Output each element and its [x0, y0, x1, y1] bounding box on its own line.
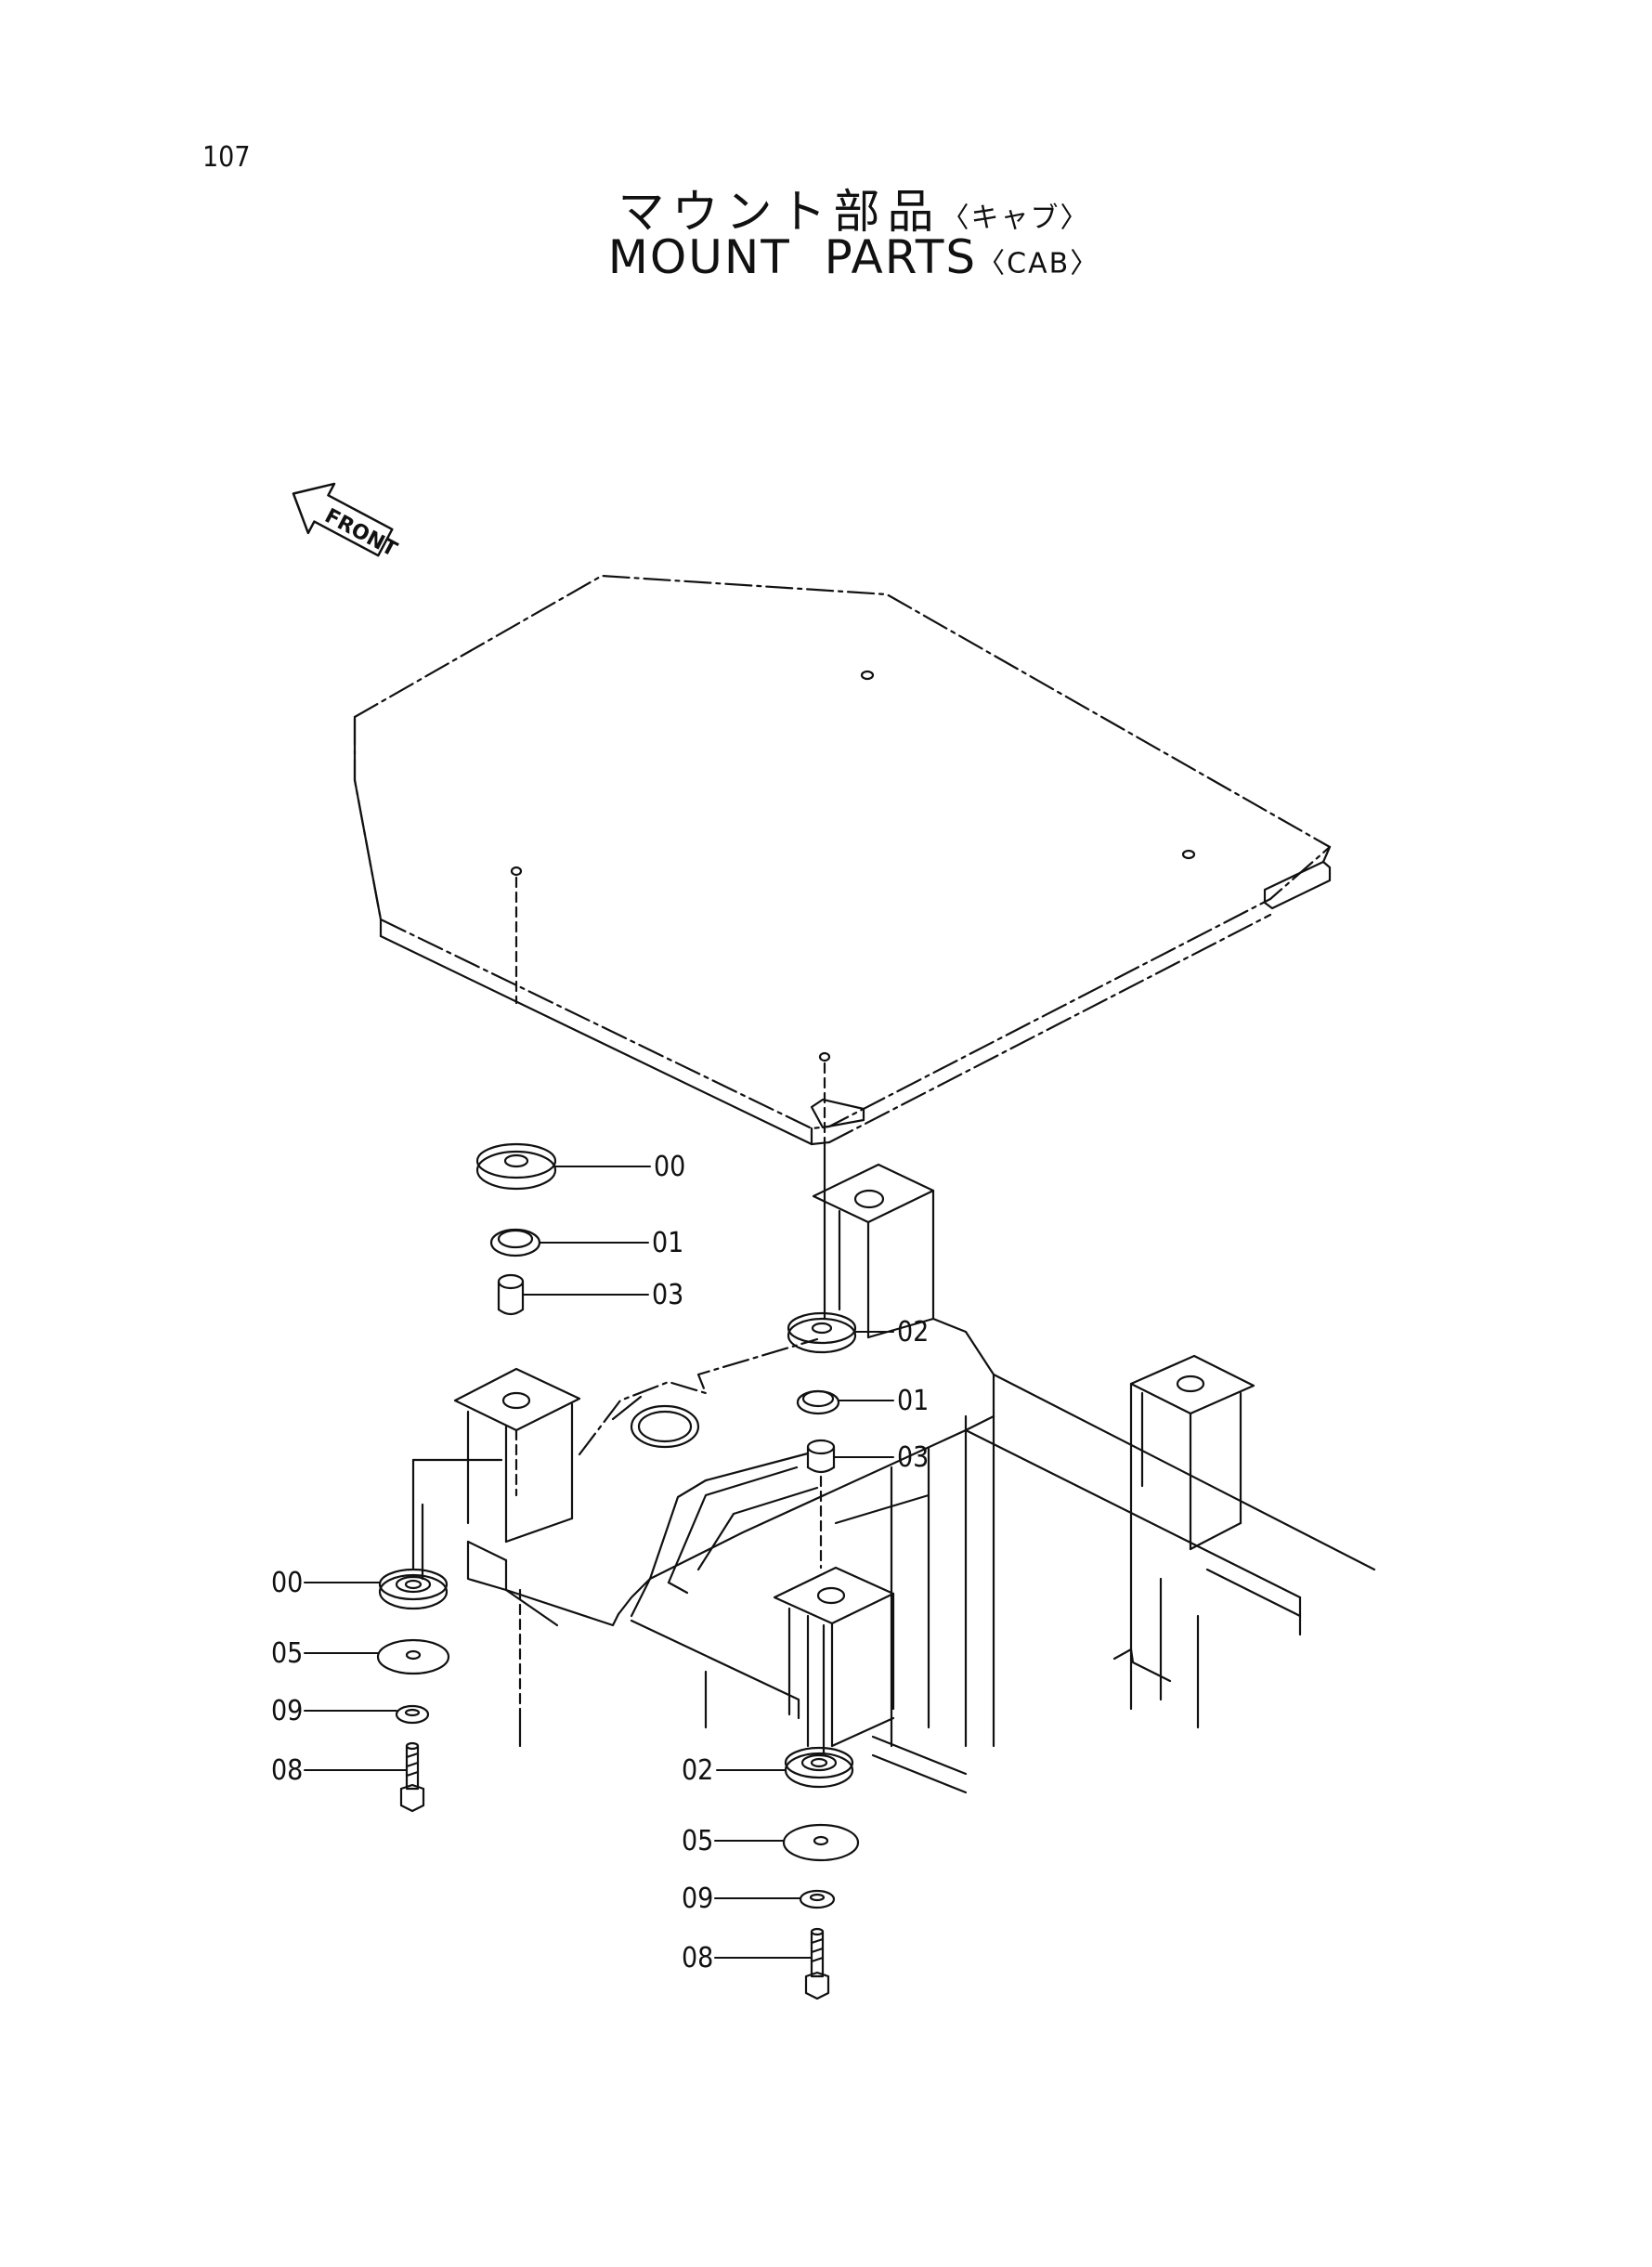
callout-02: 02	[897, 1316, 929, 1348]
callout-09: 09	[271, 1695, 303, 1727]
callout-00: 00	[271, 1567, 303, 1599]
title-jp-sub: 〈キャブ〉	[941, 202, 1090, 235]
callout-05: 05	[271, 1637, 303, 1670]
washer-09-lower-right	[799, 1889, 836, 1909]
title-jp-main: マウント部品	[618, 185, 942, 239]
cushion-00-upper-left	[475, 1142, 557, 1191]
plate-hole	[860, 670, 875, 681]
frame-hole	[630, 1404, 700, 1449]
bolt-08-lower-right	[804, 1927, 830, 2000]
callout-01: 01	[897, 1385, 929, 1417]
plate-05-lower-right	[782, 1823, 860, 1862]
title-english: MOUNT PARTS〈CAB〉	[0, 230, 1652, 284]
callout-01: 01	[652, 1227, 683, 1259]
callout-02: 02	[682, 1754, 713, 1787]
leader-lines	[304, 1166, 894, 1959]
title-japanese: マウント部品〈キャブ〉	[0, 175, 1652, 241]
callout-03: 03	[897, 1441, 929, 1474]
callout-03: 03	[652, 1279, 683, 1311]
page-number: 107	[202, 141, 251, 174]
plate-05-lower-left	[376, 1638, 450, 1675]
title-en-main: MOUNT PARTS	[607, 230, 978, 284]
callout-08: 08	[271, 1754, 303, 1787]
cushion-02-lower-right	[784, 1746, 854, 1789]
stopper-01-upper-right	[796, 1389, 840, 1415]
mount-frame	[421, 1146, 1376, 1794]
plate-hole	[1181, 849, 1196, 860]
cushion-02-upper-right	[787, 1311, 857, 1354]
plate-hole	[510, 866, 523, 877]
collar-03-upper-left	[497, 1273, 525, 1316]
bolt-08-lower-left	[399, 1741, 425, 1813]
cab-floor-plate	[353, 574, 1332, 1146]
washer-09-lower-left	[395, 1704, 430, 1725]
callout-09: 09	[682, 1883, 713, 1915]
plate-hole	[818, 1051, 831, 1062]
callout-00: 00	[654, 1151, 685, 1183]
collar-03-upper-right	[806, 1439, 836, 1474]
cushion-00-lower-left	[378, 1568, 449, 1610]
front-arrow-icon: FRONT	[292, 482, 400, 562]
stopper-01-upper-left	[489, 1228, 541, 1257]
callout-05: 05	[682, 1825, 713, 1857]
title-en-sub: 〈CAB〉	[977, 247, 1100, 280]
mount-components	[376, 1142, 860, 2000]
callout-08: 08	[682, 1942, 713, 1974]
